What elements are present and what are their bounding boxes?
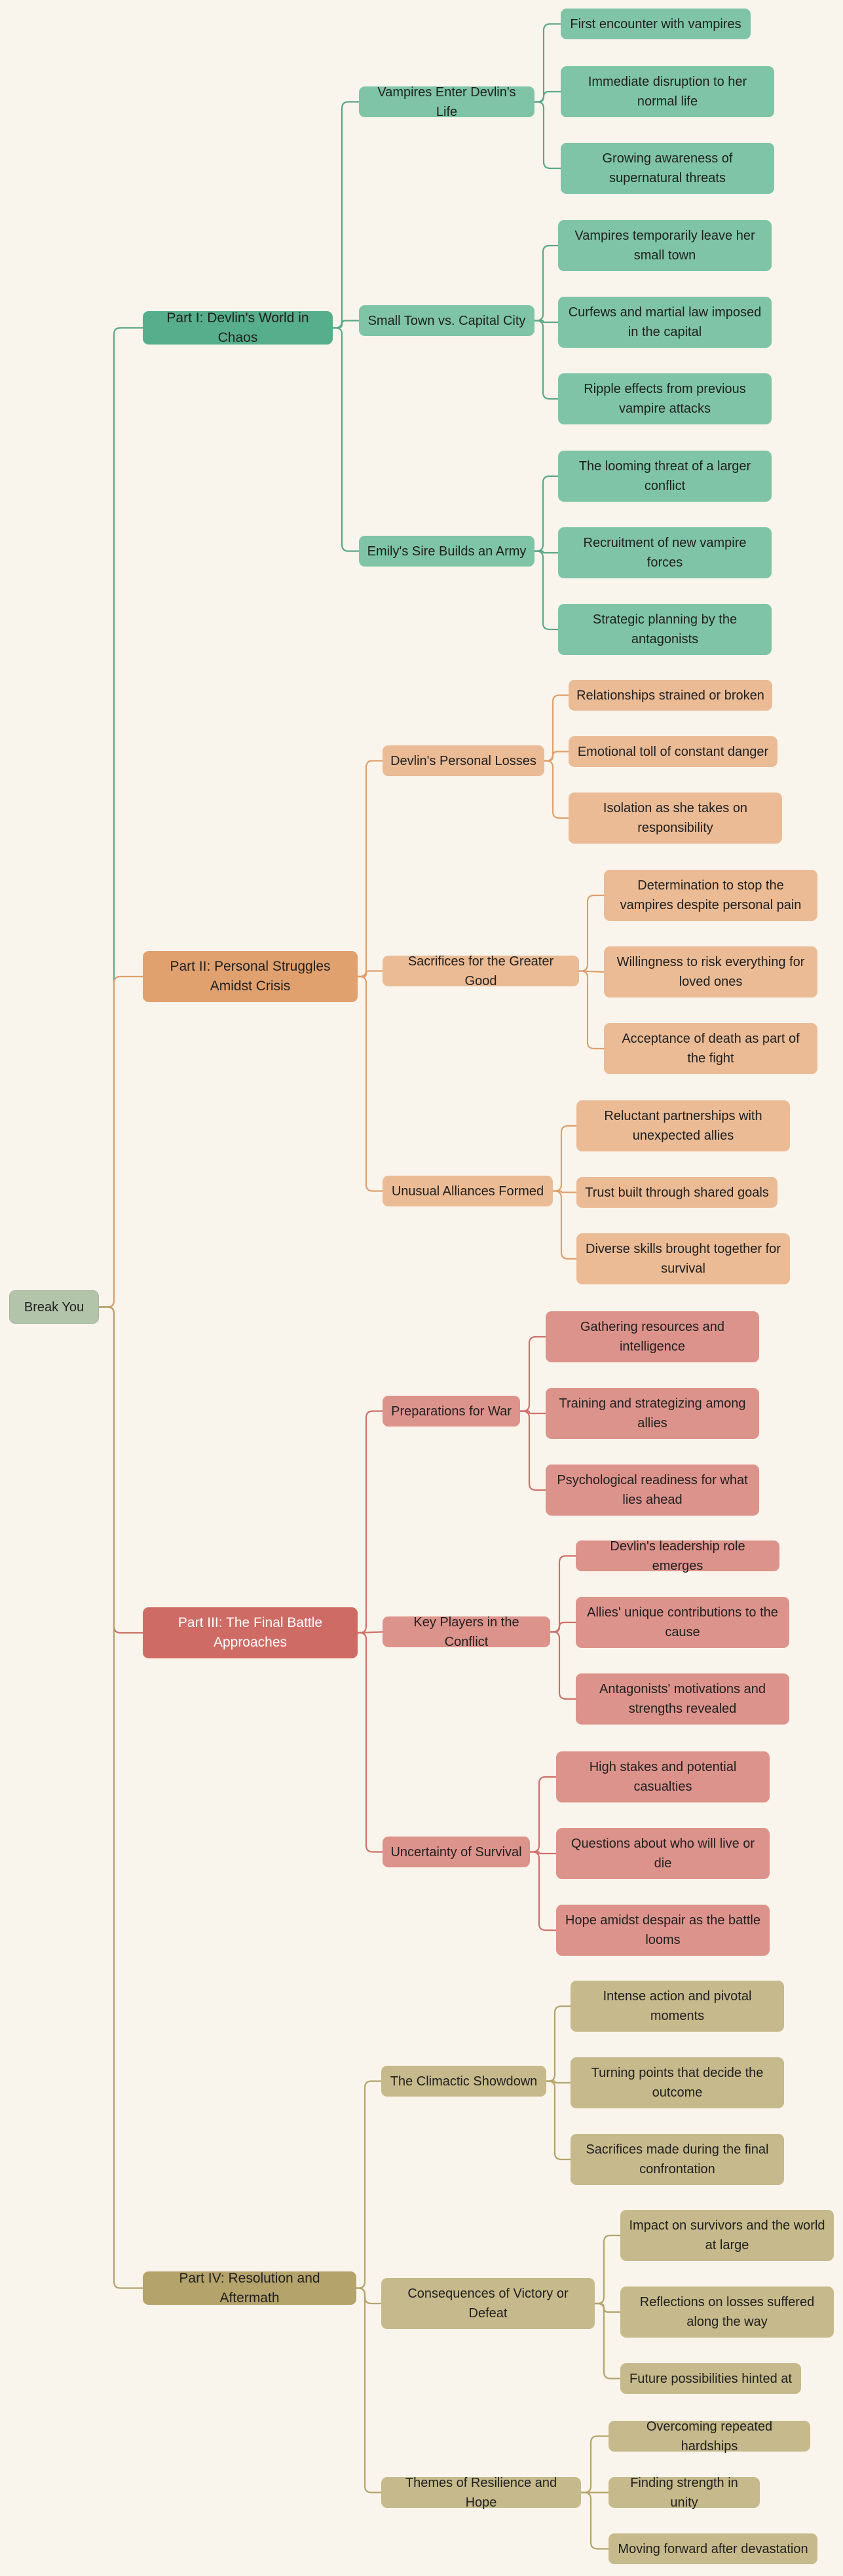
topic-4-3-connector-2: [581, 2492, 609, 2550]
topic-node-key-players-in-the-conflict[interactable]: Key Players in the Conflict: [383, 1615, 550, 1649]
root-part-4-connector-0: [99, 1306, 143, 2289]
point-node-acceptance-of-death-as-part-of-the-fight[interactable]: Acceptance of death as part of the fight: [604, 1023, 817, 1074]
part-1-connector-2: [333, 327, 359, 552]
point-node-trust-built-through-shared-goals[interactable]: Trust built through shared goals: [576, 1177, 777, 1208]
topic-3-1-connector-1: [520, 1410, 546, 1415]
part-node-2-part-ii-personal-struggles-amidst-crisis[interactable]: Part II: Personal Struggles Amidst Crisi…: [143, 951, 358, 1002]
point-node-hope-amidst-despair-as-the-battle-looms[interactable]: Hope amidst despair as the battle looms: [556, 1905, 770, 1956]
topic-2-2-connector-2: [579, 970, 604, 1050]
point-node-emotional-toll-of-constant-danger[interactable]: Emotional toll of constant danger: [569, 736, 777, 767]
part-1-connector-1: [333, 320, 359, 329]
topic-1-1-connector-2: [534, 101, 561, 170]
point-node-immediate-disruption-to-her-normal-life[interactable]: Immediate disruption to her normal life: [561, 66, 774, 117]
point-node-questions-about-who-will-live-or-die[interactable]: Questions about who will live or die: [556, 1828, 770, 1879]
point-node-willingness-to-risk-everything-for-loved[interactable]: Willingness to risk everything for loved…: [604, 946, 817, 998]
point-node-allies-unique-contributions-to-the-cause[interactable]: Allies' unique contributions to the caus…: [576, 1597, 789, 1648]
topic-node-small-town-vs-capital-city[interactable]: Small Town vs. Capital City: [359, 305, 534, 336]
topic-node-the-climactic-showdown[interactable]: The Climactic Showdown: [381, 2066, 546, 2097]
topic-1-2-connector-1: [534, 320, 558, 324]
point-node-recruitment-of-new-vampire-forces[interactable]: Recruitment of new vampire forces: [558, 527, 772, 578]
topic-4-2-connector-2: [595, 2302, 620, 2380]
topic-4-1-connector-2: [546, 2080, 571, 2161]
topic-3-1-connector-2: [520, 1410, 546, 1491]
topic-2-3-connector-2: [553, 1190, 576, 1260]
point-node-curfews-and-martial-law-imposed-in-the-c[interactable]: Curfews and martial law imposed in the c…: [558, 297, 772, 348]
topic-4-1-connector-1: [546, 2080, 571, 2084]
part-node-4-part-iv-resolution-and-aftermath[interactable]: Part IV: Resolution and Aftermath: [143, 2271, 356, 2305]
point-node-high-stakes-and-potential-casualties[interactable]: High stakes and potential casualties: [556, 1751, 770, 1802]
point-node-turning-points-that-decide-the-outcome[interactable]: Turning points that decide the outcome: [571, 2057, 784, 2108]
root-node-break-you[interactable]: Break You: [9, 1290, 99, 1324]
part-node-3-part-iii-the-final-battle-approaches[interactable]: Part III: The Final Battle Approaches: [143, 1607, 358, 1658]
topic-1-2-connector-2: [534, 320, 558, 400]
point-node-diverse-skills-brought-together-for-surv[interactable]: Diverse skills brought together for surv…: [576, 1233, 790, 1284]
point-node-training-and-strategizing-among-allies[interactable]: Training and strategizing among allies: [546, 1388, 759, 1439]
topic-node-consequences-of-victory-or-defeat[interactable]: Consequences of Victory or Defeat: [381, 2278, 595, 2329]
topic-1-3-connector-1: [534, 550, 558, 554]
point-node-first-encounter-with-vampires[interactable]: First encounter with vampires: [561, 9, 751, 39]
topic-node-themes-of-resilience-and-hope[interactable]: Themes of Resilience and Hope: [381, 2476, 581, 2510]
point-node-devlin-s-leadership-role-emerges[interactable]: Devlin's leadership role emerges: [576, 1539, 779, 1573]
part-4-connector-2: [356, 2287, 381, 2493]
topic-3-3-connector-1: [530, 1851, 556, 1855]
topic-node-preparations-for-war[interactable]: Preparations for War: [383, 1396, 520, 1427]
point-node-psychological-readiness-for-what-lies-ah[interactable]: Psychological readiness for what lies ah…: [546, 1465, 759, 1516]
topic-node-unusual-alliances-formed[interactable]: Unusual Alliances Formed: [383, 1176, 553, 1206]
topic-node-sacrifices-for-the-greater-good[interactable]: Sacrifices for the Greater Good: [383, 954, 579, 988]
topic-2-3-connector-1: [553, 1190, 576, 1193]
point-node-impact-on-survivors-and-the-world-at-lar[interactable]: Impact on survivors and the world at lar…: [620, 2210, 834, 2261]
topic-3-2-connector-1: [550, 1621, 576, 1633]
point-node-ripple-effects-from-previous-vampire-att[interactable]: Ripple effects from previous vampire att…: [558, 373, 772, 424]
point-node-vampires-temporarily-leave-her-small-tow[interactable]: Vampires temporarily leave her small tow…: [558, 220, 772, 271]
topic-node-emily-s-sire-builds-an-army[interactable]: Emily's Sire Builds an Army: [359, 536, 534, 567]
point-node-gathering-resources-and-intelligence[interactable]: Gathering resources and intelligence: [546, 1311, 759, 1362]
point-node-reflections-on-losses-suffered-along-the[interactable]: Reflections on losses suffered along the…: [620, 2287, 834, 2338]
part-2-connector-1: [358, 970, 383, 978]
point-node-determination-to-stop-the-vampires-despi[interactable]: Determination to stop the vampires despi…: [604, 870, 817, 921]
point-node-antagonists-motivations-and-strengths-re[interactable]: Antagonists' motivations and strengths r…: [576, 1673, 789, 1725]
point-node-reluctant-partnerships-with-unexpected-a[interactable]: Reluctant partnerships with unexpected a…: [576, 1100, 790, 1151]
point-node-intense-action-and-pivotal-moments[interactable]: Intense action and pivotal moments: [571, 1981, 784, 2032]
point-node-the-looming-threat-of-a-larger-conflict[interactable]: The looming threat of a larger conflict: [558, 451, 772, 502]
point-node-isolation-as-she-takes-on-responsibility[interactable]: Isolation as she takes on responsibility: [569, 793, 782, 844]
topic-1-3-connector-2: [534, 550, 558, 631]
topic-node-vampires-enter-devlin-s-life[interactable]: Vampires Enter Devlin's Life: [359, 85, 534, 119]
topic-1-1-connector-1: [534, 90, 561, 103]
point-node-growing-awareness-of-supernatural-threat[interactable]: Growing awareness of supernatural threat…: [561, 143, 774, 194]
topic-2-1-connector-2: [544, 760, 569, 819]
point-node-sacrifices-made-during-the-final-confron[interactable]: Sacrifices made during the final confron…: [571, 2134, 784, 2185]
topic-3-2-connector-2: [550, 1631, 576, 1700]
topic-2-1-connector-1: [544, 751, 569, 762]
topic-3-3-connector-2: [530, 1851, 556, 1932]
point-node-relationships-strained-or-broken[interactable]: Relationships strained or broken: [569, 680, 772, 711]
part-node-1-part-i-devlin-s-world-in-chaos[interactable]: Part I: Devlin's World in Chaos: [143, 310, 333, 345]
point-node-strategic-planning-by-the-antagonists[interactable]: Strategic planning by the antagonists: [558, 604, 772, 655]
point-node-moving-forward-after-devastation[interactable]: Moving forward after devastation: [609, 2533, 817, 2564]
part-3-connector-2: [358, 1632, 383, 1853]
part-2-connector-2: [358, 975, 383, 1192]
topic-node-devlin-s-personal-losses[interactable]: Devlin's Personal Losses: [383, 745, 544, 776]
topic-node-uncertainty-of-survival[interactable]: Uncertainty of Survival: [383, 1837, 530, 1867]
point-node-finding-strength-in-unity[interactable]: Finding strength in unity: [609, 2476, 760, 2510]
point-node-future-possibilities-hinted-at[interactable]: Future possibilities hinted at: [620, 2363, 801, 2394]
point-node-overcoming-repeated-hardships[interactable]: Overcoming repeated hardships: [609, 2419, 810, 2454]
